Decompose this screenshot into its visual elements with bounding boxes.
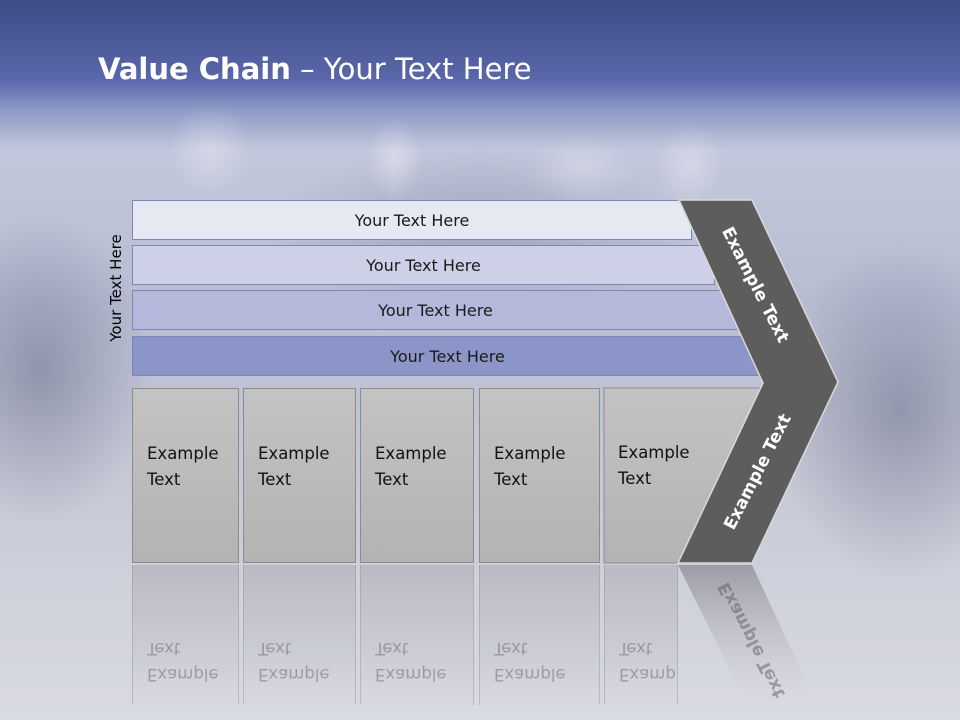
activity-cell-2-line2: Text [258, 470, 292, 489]
value-bar-2: Your Text Here [132, 245, 715, 285]
value-bar-4: Your Text Here [132, 336, 763, 376]
activity-cell-1-line1: Example [147, 444, 219, 463]
title-bold: Value Chain [98, 52, 291, 86]
page-title: Value Chain – Your Text Here [98, 52, 532, 86]
activity-cell-1-line2: Text [147, 470, 181, 489]
value-bar-1-label: Your Text Here [354, 210, 470, 230]
activity-cell-3-line2: Text [375, 470, 409, 489]
chevron-shape [676, 199, 839, 564]
activity-cell-3-line1: Example [375, 444, 447, 463]
activity-cell-4-line1: Example [494, 444, 566, 463]
value-bar-3-label: Your Text Here [378, 300, 493, 320]
title-rest: – Your Text Here [290, 52, 532, 86]
chevron-reflection [678, 565, 810, 690]
activity-cell-4-line2: Text [494, 470, 528, 489]
value-bar-4-label: Your Text Here [390, 346, 505, 366]
value-bar-3: Your Text Here [132, 290, 739, 330]
activity-cell-2-line1: Example [258, 444, 330, 463]
value-bar-2-label: Your Text Here [366, 255, 481, 275]
